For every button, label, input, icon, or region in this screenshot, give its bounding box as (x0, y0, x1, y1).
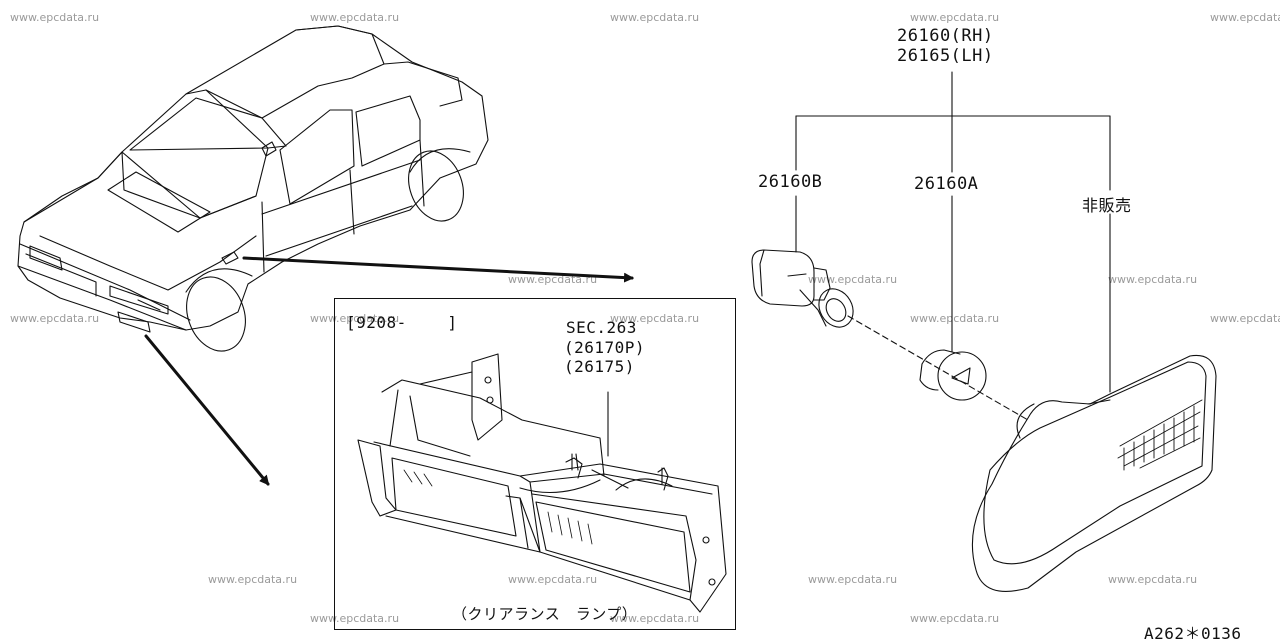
watermark: www.epcdata.ru (310, 312, 400, 325)
watermark: www.epcdata.ru (910, 11, 1000, 24)
watermark: www.epcdata.ru (1210, 11, 1280, 24)
wedge-bulb (919, 349, 987, 401)
part-number-bulb: 26160A (914, 174, 979, 194)
clearance-lamp-assembly (357, 353, 727, 613)
section-part-ref-2: (26175) (564, 357, 635, 376)
section-reference: SEC.263 (566, 318, 637, 337)
watermark: www.epcdata.ru (310, 612, 400, 625)
watermark: www.epcdata.ru (10, 11, 100, 24)
watermark: www.epcdata.ru (808, 573, 898, 586)
watermark: www.epcdata.ru (610, 312, 700, 325)
side-marker-on-car (221, 251, 239, 265)
watermark: www.epcdata.ru (1108, 573, 1198, 586)
inset-frame (334, 298, 736, 630)
figure-code: A262＊0136 (1144, 624, 1242, 643)
watermark: www.epcdata.ru (508, 573, 598, 586)
watermark: www.epcdata.ru (1108, 273, 1198, 286)
watermark: www.epcdata.ru (1210, 312, 1280, 325)
watermark: www.epcdata.ru (208, 573, 298, 586)
section-part-ref-1: (26170P) (564, 338, 646, 357)
arrow-to-clearance-lamp (144, 334, 270, 486)
arrow-to-side-marker (242, 256, 634, 283)
part-number-assembly-rh: 26160(RH) (897, 26, 994, 46)
watermark: www.epcdata.ru (808, 273, 898, 286)
watermark: www.epcdata.ru (910, 612, 1000, 625)
not-sold-label: 非販売 (1082, 196, 1132, 215)
watermark: www.epcdata.ru (310, 11, 400, 24)
part-number-socket: 26160B (758, 172, 823, 192)
bulb-socket (751, 249, 854, 328)
inset-date-range: [9208- ] (346, 313, 458, 332)
part-number-assembly-lh: 26165(LH) (897, 46, 994, 66)
watermark: www.epcdata.ru (10, 312, 100, 325)
watermark: www.epcdata.ru (910, 312, 1000, 325)
watermark: www.epcdata.ru (610, 11, 700, 24)
side-marker-lamp (971, 354, 1217, 592)
watermark: www.epcdata.ru (610, 612, 700, 625)
car-illustration (17, 25, 489, 352)
leader-lines (607, 71, 1111, 457)
inset-caption: （クリアランス ランプ） (452, 605, 638, 623)
